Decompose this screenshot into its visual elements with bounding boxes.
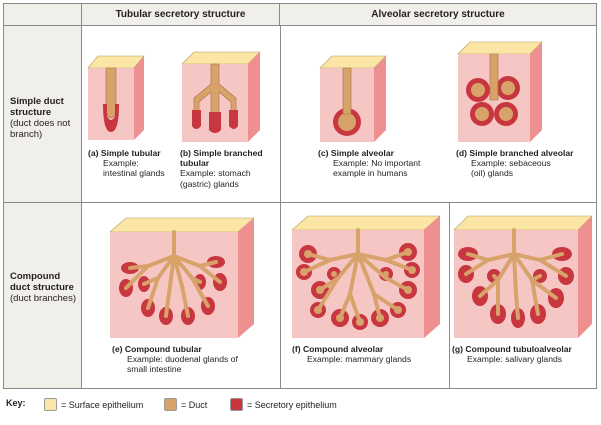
caption-a: (a) Simple tubular Example: intestinal g… — [88, 148, 180, 179]
caption-e: (e) Compound tubular Example: duodenal g… — [112, 344, 278, 375]
compound-alveolar-figure — [291, 215, 441, 338]
caption-g-title: (g) Compound tubuloalveolar — [452, 344, 572, 354]
caption-b-line2: (gastric) glands — [180, 178, 239, 189]
caption-c-line1: Example: No important — [333, 158, 421, 169]
caption-b-title: (b) Simple branched tubular — [180, 148, 263, 169]
key-item-duct: = Duct — [164, 398, 207, 411]
header-tubular: Tubular secretory structure — [82, 4, 280, 26]
row-divider — [82, 202, 596, 203]
col-divider-fg — [449, 203, 450, 389]
diagram-frame — [3, 3, 597, 389]
surface-swatch — [44, 398, 57, 411]
secretory-swatch — [230, 398, 243, 411]
row-simple-note: (duct does not branch) — [10, 118, 71, 140]
caption-b: (b) Simple branched tubular Example: sto… — [180, 148, 278, 189]
caption-f-title: (f) Compound alveolar — [292, 344, 384, 354]
header-alveolar: Alveolar secretory structure — [280, 4, 596, 26]
simple-branched-tubular-figure — [181, 51, 261, 142]
row-compound-note: (duct branches) — [10, 293, 77, 304]
caption-e-title: (e) Compound tubular — [112, 344, 202, 354]
key-item-surface: = Surface epithelium — [44, 398, 143, 411]
caption-a-line1: Example: — [103, 158, 139, 169]
caption-g-line1: Example: salivary glands — [467, 354, 563, 365]
key-item-secretory: = Secretory epithelium — [230, 398, 337, 411]
col-divider-main — [280, 26, 281, 389]
compound-tubular-figure — [109, 217, 255, 338]
caption-a-title: (a) Simple tubular — [88, 148, 161, 158]
caption-d-line2: (oil) glands — [471, 168, 514, 179]
caption-f-line1: Example: mammary glands — [307, 354, 412, 365]
key-label: Key: — [6, 398, 26, 408]
caption-f: (f) Compound alveolar Example: mammary g… — [292, 344, 442, 364]
caption-c-line2: example in humans — [333, 168, 408, 179]
caption-c-title: (c) Simple alveolar — [318, 148, 394, 158]
corner-cell — [4, 4, 82, 26]
caption-g: (g) Compound tubuloalveolar Example: sal… — [452, 344, 596, 364]
row-compound-label-cell: Compound duct structure (duct branches) — [4, 203, 82, 388]
caption-e-line2: small intestine — [127, 364, 182, 375]
caption-d: (d) Simple branched alveolar Example: se… — [456, 148, 594, 179]
caption-b-line1: Example: stomach — [180, 168, 251, 179]
row-simple-title: Simple duct structure — [10, 96, 64, 118]
caption-d-title: (d) Simple branched alveolar — [456, 148, 574, 158]
row-simple-label-cell: Simple duct structure (duct does not bra… — [4, 26, 82, 203]
caption-d-line1: Example: sebaceous — [471, 158, 551, 169]
simple-alveolar-figure — [319, 55, 387, 142]
caption-e-line1: Example: duodenal glands of — [127, 354, 238, 365]
caption-c: (c) Simple alveolar Example: No importan… — [318, 148, 438, 179]
key-item-secretory-label: = Secretory epithelium — [247, 399, 337, 410]
compound-tubuloalveolar-figure — [453, 215, 593, 338]
simple-branched-alveolar-figure — [457, 41, 543, 142]
row-compound-title: Compound duct structure — [10, 271, 74, 293]
simple-tubular-figure — [87, 55, 145, 140]
key-item-surface-label: = Surface epithelium — [61, 399, 144, 410]
key-item-duct-label: = Duct — [181, 399, 208, 410]
duct-swatch — [164, 398, 177, 411]
key-label-text: Key: — [6, 398, 26, 408]
caption-a-line2: intestinal glands — [103, 168, 165, 179]
